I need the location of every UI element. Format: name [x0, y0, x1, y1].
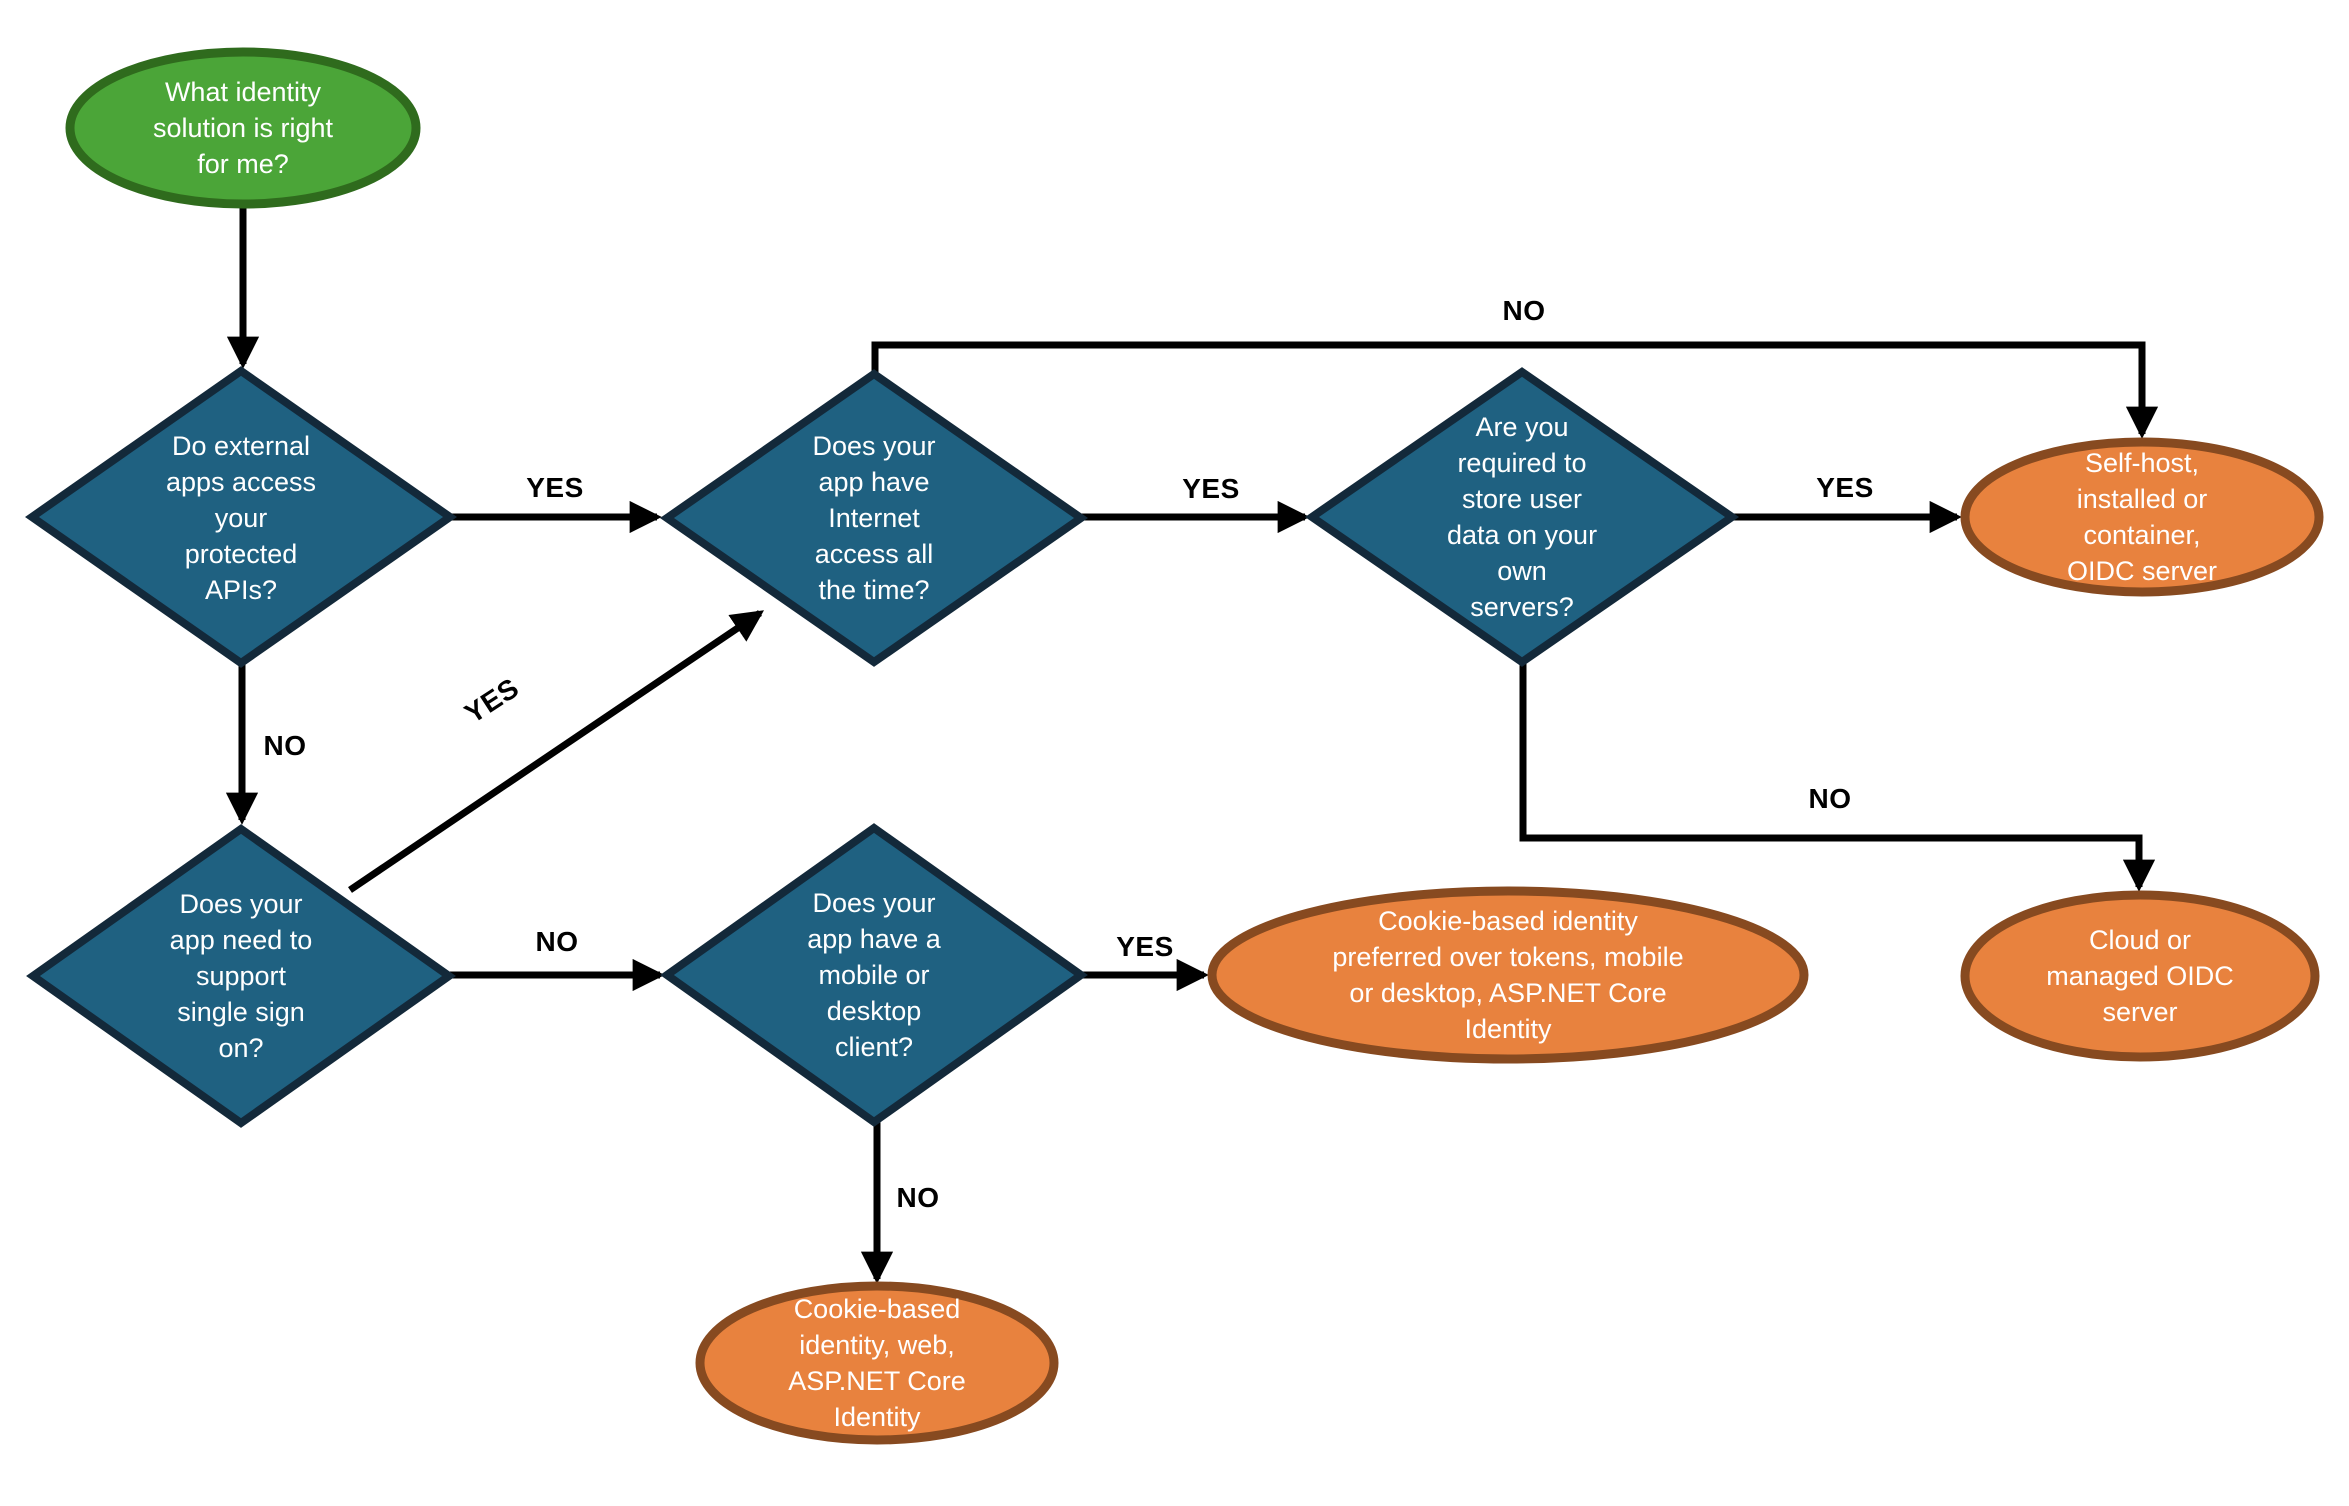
edge-store-user-data-no-to-cloud-managed	[1519, 662, 2156, 892]
result-cookie-web-shape	[695, 1281, 1059, 1445]
decision-store-user-data-shape	[1304, 367, 1740, 667]
decision-internet-access-shape	[659, 369, 1089, 667]
edge-internet-access-no-to-self-host	[871, 341, 2159, 439]
result-self-host-shape	[1960, 437, 2324, 597]
start-node-shape	[65, 47, 421, 209]
result-cookie-preferred-shape	[1207, 886, 1809, 1064]
result-cloud-managed-shape	[1960, 890, 2320, 1062]
decision-single-sign-on-shape	[26, 824, 456, 1128]
edge-single-sign-on-yes-to-internet-access	[348, 610, 765, 893]
decision-external-apis-shape	[25, 366, 457, 668]
decision-mobile-desktop-shape	[660, 823, 1088, 1127]
